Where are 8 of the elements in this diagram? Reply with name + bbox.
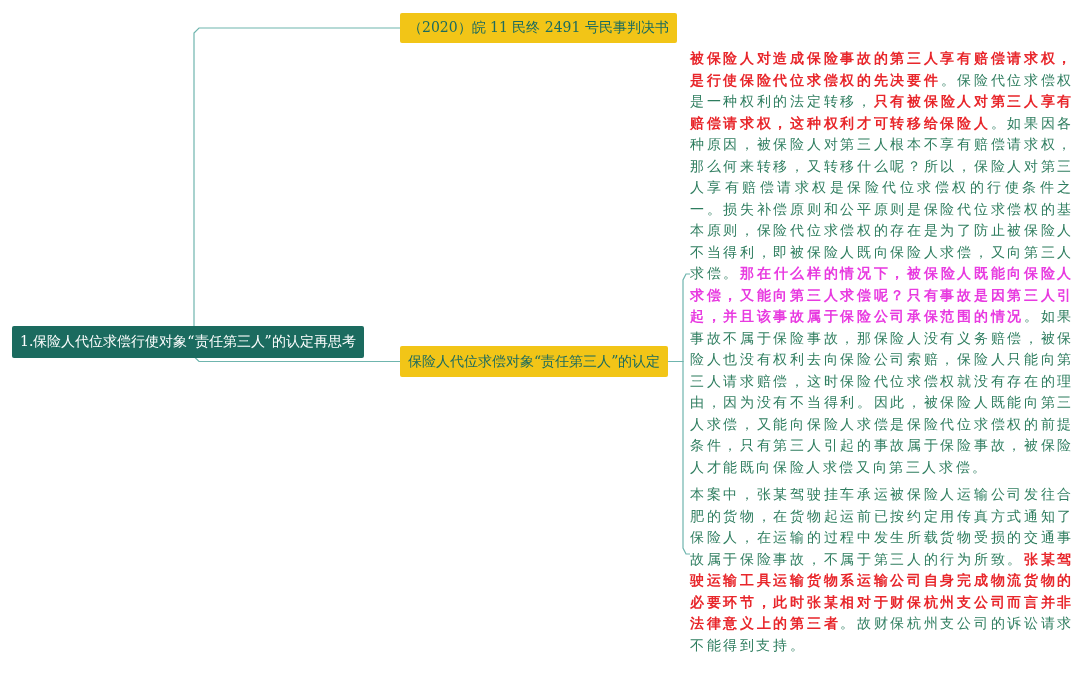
connector-line bbox=[193, 355, 401, 363]
root-topic: 1.保险人代位求偿行使对象“责任第三人”的认定再思考 bbox=[12, 326, 364, 358]
connector-line bbox=[667, 360, 691, 555]
subtopic: 保险人代位求偿对象“责任第三人”的认定 bbox=[400, 346, 669, 377]
paragraph: 被保险人对造成保险事故的第三人享有赔偿请求权，是行使保险代位求偿权的先决要件。保险代位求偿权是一种权利的法定转移，只有被保险人对第三人享有赔偿请求权，这种权利才可转移给保险人。如果因各种原因，被保险人对第三人根本不享有赔偿请求权，那么何来转移，又转移什么呢？所以，保险人对第三人享有赔偿请求权是保险代位求偿权的行使条件之一。损失补偿原则和公平原则是保险代位求偿权的基本原则，保险代位求偿权的存在是为了防止被保险人不当得利，即被保险人既向保险人求偿，又向第三人求偿。那在什么样的情况下，被保险人既能向保险人求偿，又能向第三人求偿呢？只有事故是因第三人引起，并且该事故属于保险公司承保范围的情况。如果事故不属于保险事故，那保险人没有义务赔偿，被保险人也没有权利去向保险公司索赔，保险人只能向第三人请求赔偿，这时保险代位求偿权就没有存在的理由，因为没有不当得利。因此，被保险人既能向第三人求偿，又能向保险人求偿是保险代位求偿权的前提条件，只有第三人引起的事故属于保险事故，被保险人才能既向保险人求偿又向第三人求偿。 bbox=[690, 49, 1074, 477]
paragraph: 本案中，张某驾驶挂车承运被保险人运输公司发往合肥的货物，在货物起运前已按约定用传真方式通知了保险人，在运输的过程中发生所载货物受损的交通事故属于保险事故，不属于第三人的行为所致。张某驾驶运输工具运输货物系运输公司自身完成物流货物的必要环节，此时张某相对于财保杭州支公司而言并非法律意义上的第三者。故财保杭州支公司的诉讼请求不能得到支持。 bbox=[690, 485, 1074, 655]
subtopic: （2020）皖 11 民终 2491 号民事判决书 bbox=[400, 13, 677, 43]
connector-line bbox=[193, 27, 401, 327]
